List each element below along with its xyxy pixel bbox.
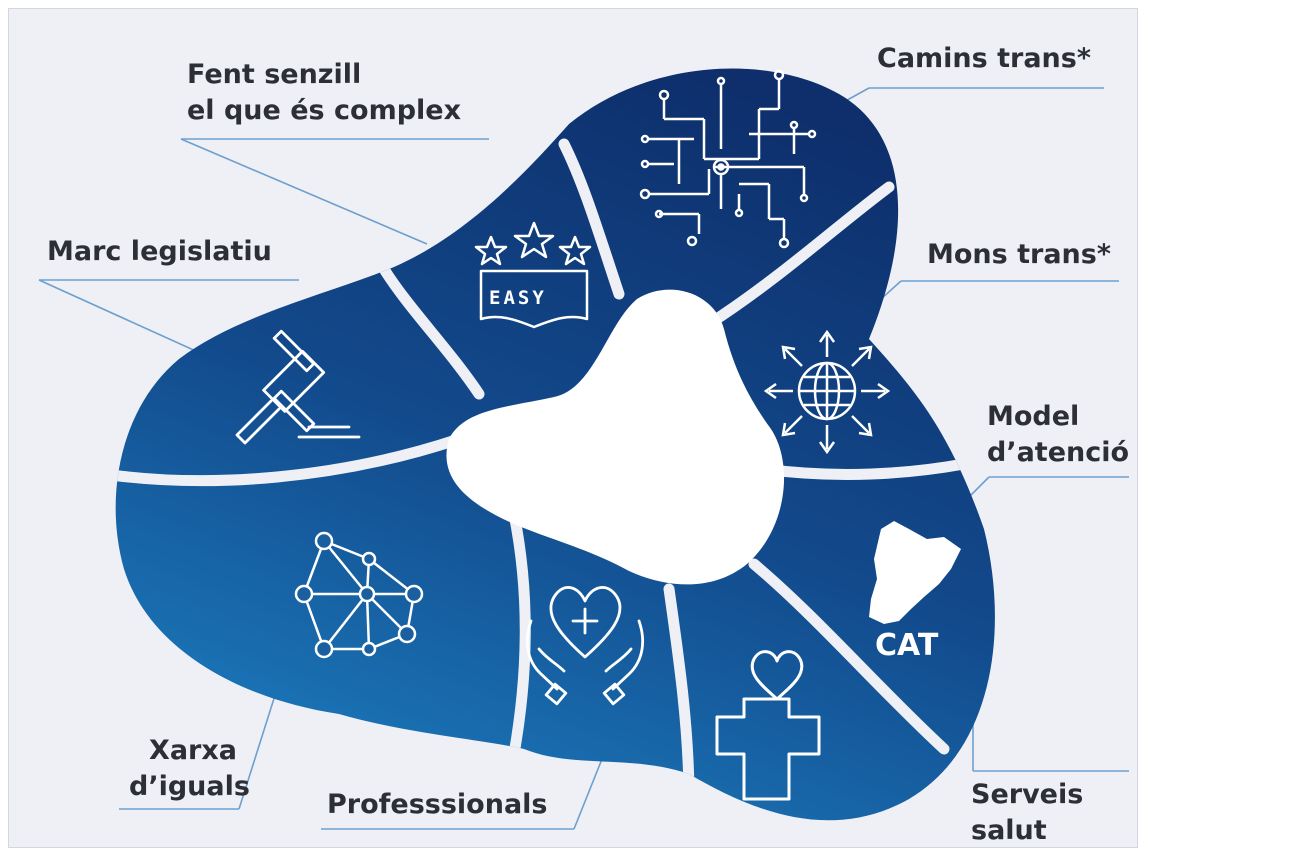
label-marc-legislatiu: Marc legislatiu	[47, 236, 272, 267]
catalonia-map-icon: CAT	[869, 521, 961, 663]
label-xarxa-iguals: Xarxa d’iguals	[129, 735, 250, 802]
segmented-diagram: CAT	[38, 68, 1129, 830]
label-model-atencio: Model d’atenció	[987, 401, 1130, 468]
label-serveis-salut: Serveis salut	[971, 779, 1084, 846]
easy-label: EASY	[489, 287, 547, 309]
easy-stars-icon: EASY	[474, 221, 592, 329]
hands-heart-icon	[525, 586, 645, 706]
health-cross-heart-icon	[715, 650, 821, 801]
cat-label: CAT	[875, 628, 939, 663]
leader-lines	[38, 87, 1129, 830]
label-fent-senzill: Fent senzill el que és complex	[187, 59, 462, 126]
network-nodes-icon	[294, 531, 424, 659]
blob-shape	[115, 68, 995, 821]
label-professionals: Professsionals	[327, 789, 548, 820]
label-mons-trans: Mons trans*	[927, 239, 1111, 270]
label-camins-trans: Camins trans*	[877, 43, 1091, 74]
globe-arrows-icon	[763, 329, 891, 455]
gavel-icon	[235, 329, 361, 445]
circuit-paths-icon	[639, 69, 817, 249]
diagram-frame: CAT	[8, 8, 1138, 848]
